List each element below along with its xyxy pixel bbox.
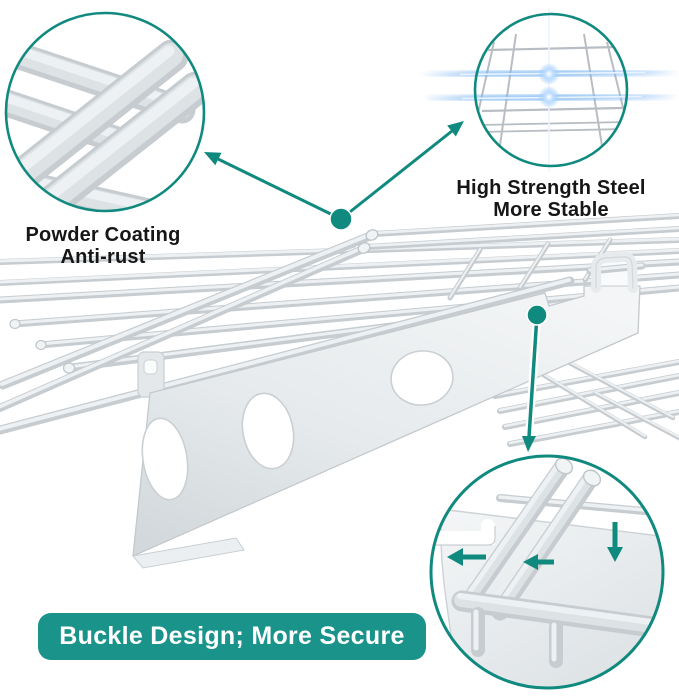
powder-coating-line1: Powder Coating [25, 224, 181, 246]
rail-end-cap [357, 242, 371, 254]
banner-text: Buckle Design; More Secure [59, 622, 405, 650]
powder-coating-label: Powder Coating Anti-rust [0, 224, 223, 268]
buckle-hook [586, 251, 646, 293]
arrow-to-buckle-circle [522, 314, 541, 452]
powder-coating-line2: Anti-rust [60, 246, 146, 268]
wire-end-cap [62, 362, 76, 374]
target-dot [526, 304, 548, 326]
bracket-tip-flange [132, 537, 245, 569]
arrow-to-powder-circle [204, 152, 342, 221]
glow-spot [538, 86, 560, 108]
buckle-closeup-circle [429, 454, 665, 690]
high-strength-label: High Strength Steel More Stable [421, 177, 679, 221]
target-dot [329, 207, 353, 231]
buckle-motion-arrows [447, 522, 623, 570]
front-rails [0, 229, 575, 435]
shelf-bracket [132, 251, 646, 569]
glow-wires [423, 0, 679, 178]
hook-slot-edge [436, 526, 496, 546]
buckle-circle-border [429, 454, 665, 690]
rod-end-cap [554, 457, 574, 475]
arrow-to-steel-circle [340, 121, 464, 221]
powder-coating-closeup-circle [4, 11, 206, 213]
buckle-detail [431, 457, 663, 688]
rod-end-cap [582, 469, 602, 487]
buckle-design-banner: Buckle Design; More Secure [38, 613, 426, 660]
steel-grid-closeup-circle [423, 0, 679, 178]
glow-spot [538, 63, 560, 85]
bracket-holes [141, 350, 454, 501]
high-strength-line2: More Stable [493, 199, 609, 221]
callout-connectors [204, 121, 548, 452]
underside-wires [492, 355, 679, 447]
wire-end-cap [35, 339, 47, 351]
wire-end-cap [9, 318, 21, 330]
powder-circle-border [4, 11, 206, 213]
high-strength-line1: High Strength Steel [456, 177, 646, 199]
hook-slot [431, 519, 495, 545]
rail-end-cap [365, 229, 379, 241]
steel-circle-border [473, 12, 629, 168]
